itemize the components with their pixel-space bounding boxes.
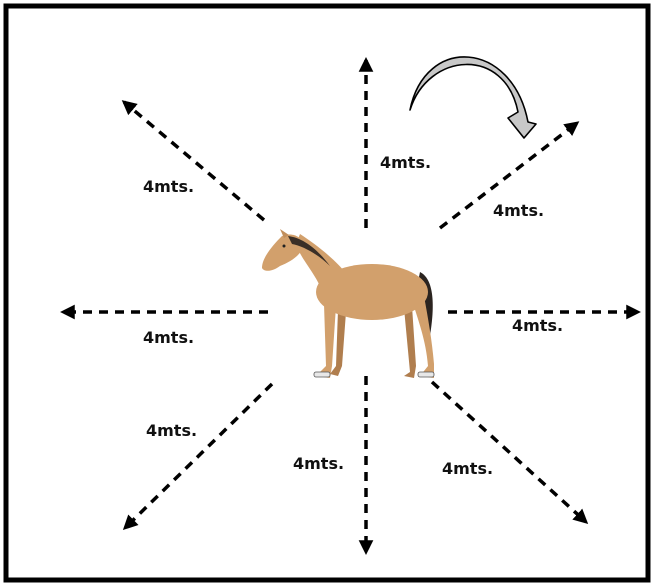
clockwise-rotation-arrow-icon bbox=[409, 56, 537, 139]
label-east: 4mts. bbox=[512, 316, 563, 335]
label-west: 4mts. bbox=[143, 328, 194, 347]
label-north: 4mts. bbox=[380, 153, 431, 172]
label-south-west: 4mts. bbox=[146, 421, 197, 440]
arrow-south-west bbox=[122, 382, 274, 531]
arrow-north-west bbox=[121, 100, 266, 222]
arrow-north-east bbox=[438, 121, 580, 230]
label-north-west: 4mts. bbox=[143, 177, 194, 196]
diagram-frame bbox=[3, 3, 651, 583]
label-south-east: 4mts. bbox=[442, 459, 493, 478]
direction-arrows bbox=[60, 57, 641, 555]
arrow-south-east bbox=[430, 380, 589, 524]
horse-icon bbox=[262, 229, 435, 378]
label-north-east: 4mts. bbox=[493, 201, 544, 220]
label-south: 4mts. bbox=[293, 454, 344, 473]
